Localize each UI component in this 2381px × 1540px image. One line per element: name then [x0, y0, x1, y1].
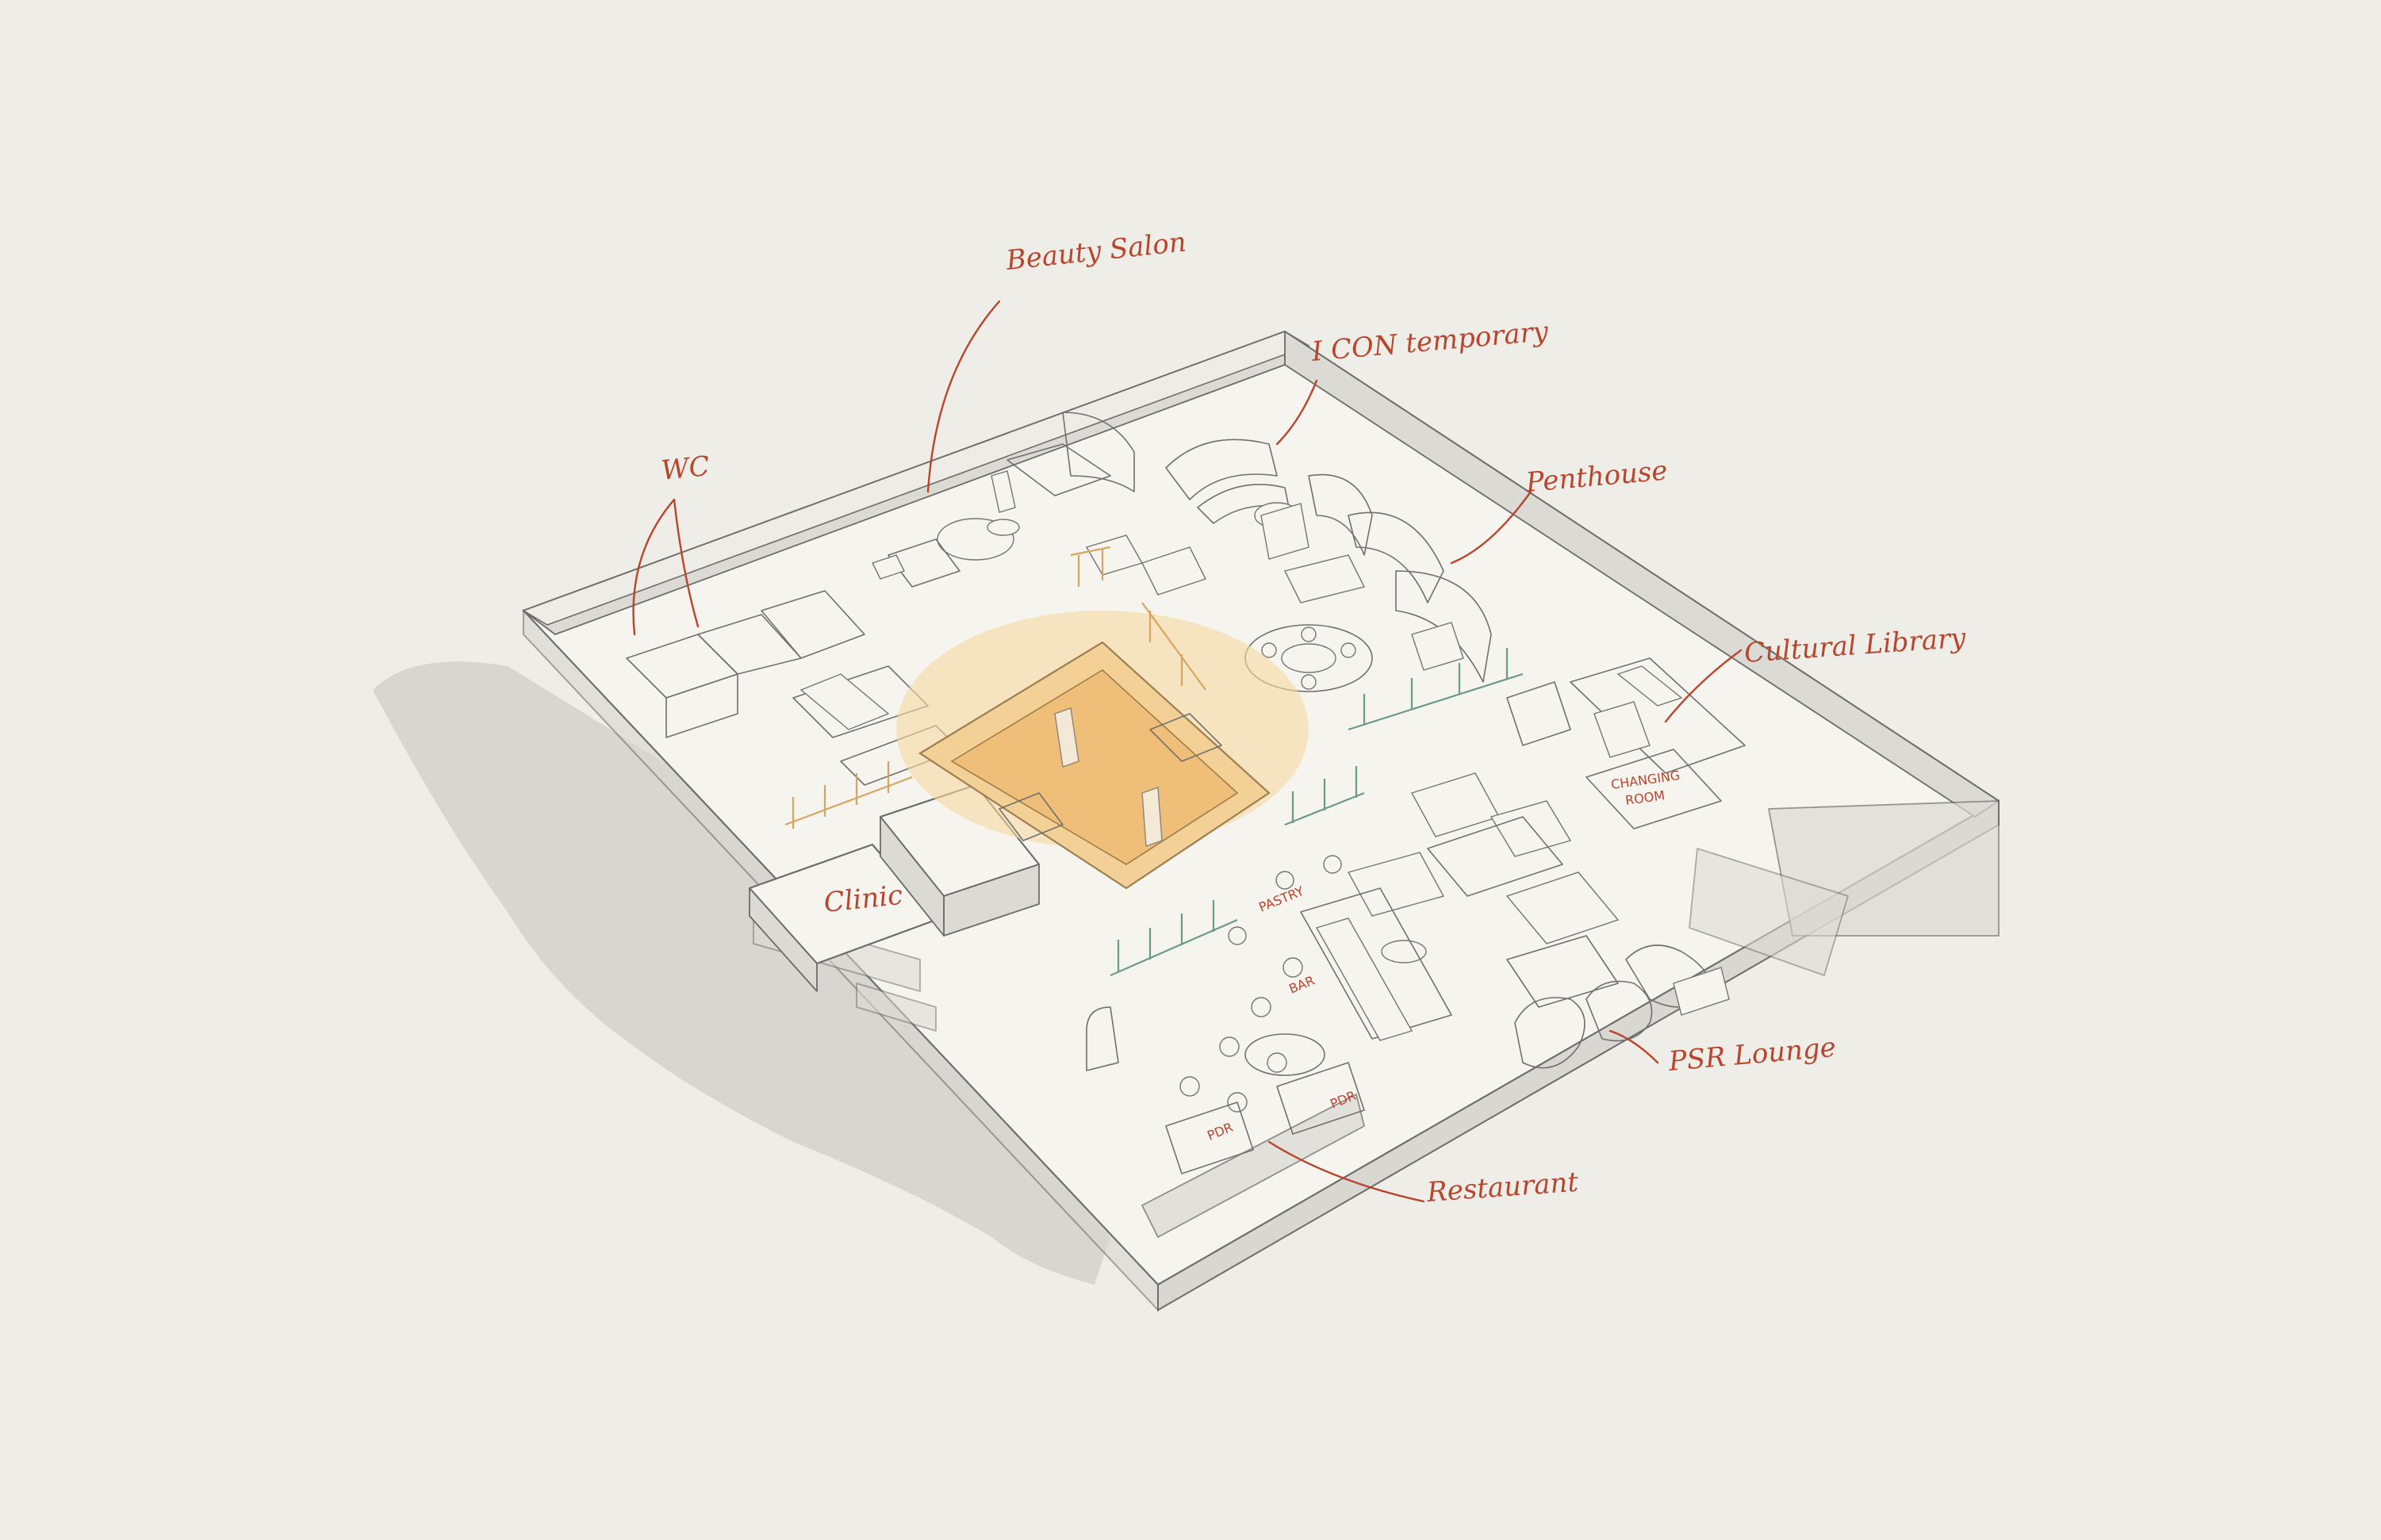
leader-beauty-salon: [926, 300, 1001, 493]
label-restaurant: Restaurant: [1425, 1166, 1580, 1209]
lounge-seating: [1347, 772, 1620, 1008]
leader-wc-2: [673, 498, 700, 628]
label-cultural-library: Cultural Library: [1743, 623, 1968, 669]
beauty-salon-area: [872, 412, 1135, 588]
cast-shadow: [373, 661, 1110, 1285]
clinic-block: [748, 783, 1041, 992]
label-psr-lounge: PSR Lounge: [1666, 1032, 1837, 1078]
perimeter-walls: [522, 331, 2000, 1238]
icon-temporary-area: [1085, 439, 1444, 603]
leader-cultural-library: [1664, 649, 1743, 723]
penthouse-area: [1244, 554, 1492, 692]
label-icon-temporary: I CON temporary: [1309, 316, 1550, 368]
leader-icon-temporary: [1275, 379, 1318, 446]
leader-penthouse: [1450, 490, 1532, 565]
green-screens: [1110, 648, 1524, 977]
atrium: [896, 611, 1309, 890]
label-wc: WC: [660, 450, 711, 487]
leader-wc-1: [632, 498, 676, 636]
cultural-library-area: [1506, 657, 1746, 829]
orange-screens: [784, 546, 1206, 829]
label-penthouse: Penthouse: [1524, 455, 1669, 500]
wc-rooms: [626, 590, 960, 786]
leader-lines: [632, 300, 1743, 1203]
psr-lounge-area: [1514, 944, 1730, 1069]
restaurant-area: [1086, 855, 1452, 1174]
leader-psr-lounge: [1608, 1029, 1659, 1064]
leader-restaurant: [1267, 1140, 1425, 1203]
label-beauty-salon: Beauty Salon: [1004, 226, 1188, 277]
